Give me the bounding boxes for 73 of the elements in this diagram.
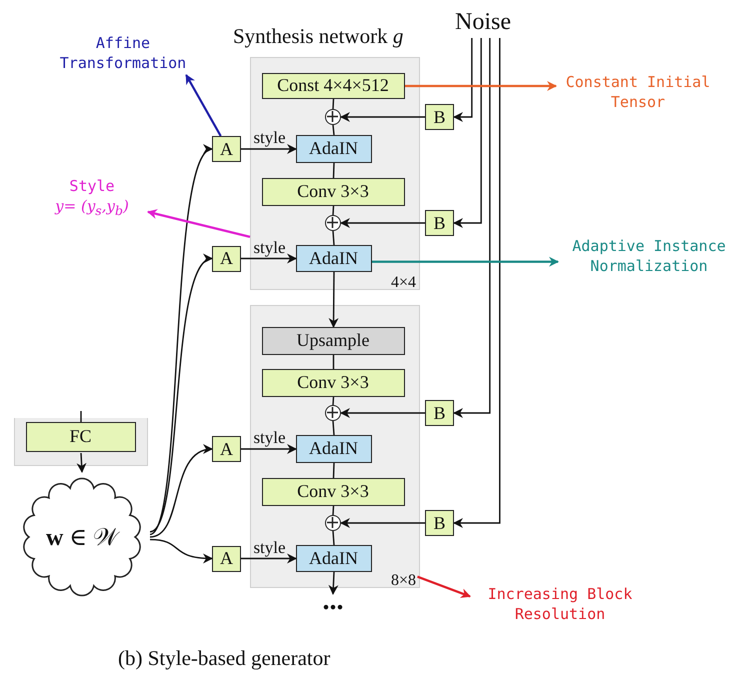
- arrow: [340, 408, 425, 418]
- network-panel: [14, 418, 148, 466]
- layer-box: B: [425, 210, 454, 236]
- arrow: [453, 38, 473, 122]
- synthesis-block: [250, 305, 420, 588]
- connector-line: [332, 98, 334, 110]
- sum-node: [324, 214, 340, 230]
- edge-label: style: [253, 538, 286, 556]
- layer-box: B: [425, 104, 454, 130]
- input-label: Noise: [452, 6, 514, 38]
- layer-box: A: [212, 436, 241, 462]
- leader-line: [417, 576, 471, 598]
- edge-label: style: [253, 129, 286, 146]
- edge-label: style: [253, 429, 286, 446]
- arrow: [241, 444, 297, 454]
- sum-node: [324, 404, 340, 420]
- layer-box: A: [212, 546, 241, 572]
- latent-label: w ∈ 𝒲: [44, 524, 121, 552]
- adain-box: AdaIN: [296, 134, 372, 162]
- connector-line: [332, 206, 334, 216]
- connector-line: [332, 420, 335, 436]
- connector-line: [332, 124, 335, 136]
- arrow: [453, 38, 500, 528]
- leader-line: [405, 81, 557, 91]
- arrow: [328, 572, 338, 595]
- annotation-text: Adaptive Instance Normalization: [558, 236, 740, 280]
- layer-box: FC: [26, 422, 136, 452]
- arrow: [328, 272, 339, 328]
- connector-line: [332, 355, 334, 369]
- sum-node: [324, 108, 340, 124]
- arrow: [150, 538, 213, 564]
- arrow: [340, 112, 425, 122]
- resolution-label: 8×8: [390, 572, 416, 590]
- layer-box: Conv 3×3: [262, 478, 404, 506]
- connector-line: [332, 530, 335, 546]
- adain-box: AdaIN: [296, 434, 372, 462]
- annotation-heading: Style: [68, 176, 116, 196]
- arrow: [241, 144, 297, 154]
- connector-line: [332, 506, 334, 516]
- leader-line: [372, 256, 559, 267]
- arrow: [453, 38, 491, 418]
- adain-box: AdaIN: [296, 244, 372, 272]
- connector-line: [332, 462, 335, 478]
- edge-label: style: [253, 238, 286, 256]
- connector-line: [332, 162, 335, 178]
- leader-line: [185, 74, 222, 137]
- connector-line: [80, 411, 82, 423]
- layer-box: B: [425, 400, 454, 426]
- layer-box: Conv 3×3: [262, 178, 404, 206]
- connector-line: [332, 396, 334, 406]
- upsample-box: Upsample: [262, 326, 404, 354]
- layer-box: Const 4×4×512: [262, 72, 404, 98]
- annotation-text: Constant Initial Tensor: [556, 72, 720, 116]
- connector-line: [332, 230, 335, 246]
- arrow: [76, 452, 87, 473]
- annotation-text: Increasing Block Resolution: [470, 584, 650, 630]
- layer-box: B: [425, 510, 454, 536]
- arrow: [340, 218, 425, 228]
- figure-caption: (b) Style-based generator: [118, 646, 330, 671]
- continuation-dots: ...: [313, 594, 353, 620]
- arrow: [453, 38, 482, 228]
- resolution-label: 4×4: [390, 274, 416, 292]
- block-heading: Synthesis network g: [233, 24, 404, 49]
- arrow: [241, 554, 297, 564]
- sum-node: [324, 514, 340, 530]
- arrow: [241, 254, 297, 264]
- layer-box: A: [212, 246, 241, 272]
- adain-box: AdaIN: [296, 544, 372, 572]
- layer-box: Conv 3×3: [262, 368, 404, 396]
- formula-text: y= (y$_{s}$,y$_{b}$): [54, 196, 130, 220]
- arrow: [340, 518, 425, 528]
- annotation-text: Affine Transformation: [44, 33, 202, 75]
- layer-box: A: [212, 136, 241, 162]
